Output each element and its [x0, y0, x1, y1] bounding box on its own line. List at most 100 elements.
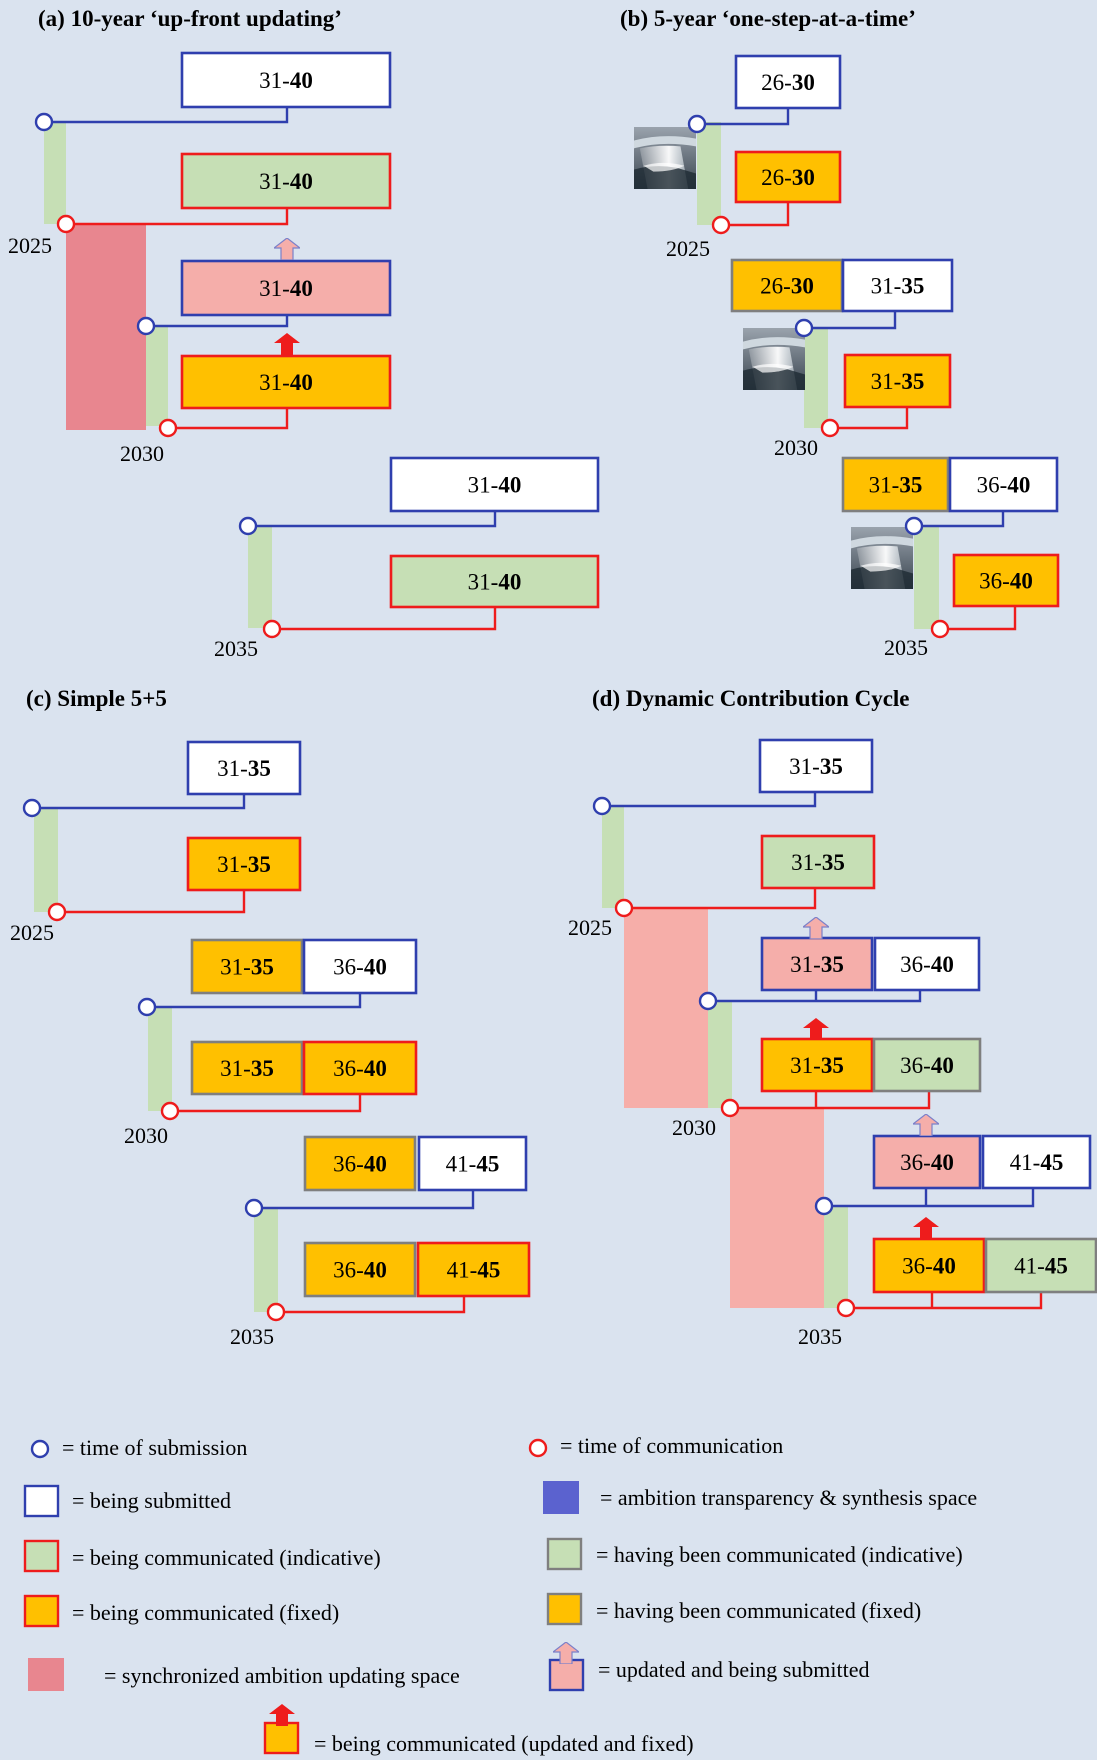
panel-c-box-fixed: 31-35 [186, 836, 302, 892]
period-box-border [180, 259, 392, 317]
panel-d-box-had-indicative: 36-40 [872, 1037, 982, 1093]
panel-c-box-submitted-3: 41-45 [417, 1135, 528, 1192]
panel-c-box-submitted-2: 36-40 [302, 938, 418, 995]
period-label: 36-40 [979, 569, 1033, 594]
period-box-border [180, 51, 392, 109]
period-end: 40 [1010, 569, 1033, 594]
period-start: 26- [761, 70, 792, 95]
waterfall-icon [851, 527, 913, 589]
legend-updated-submitted: = updated and being submitted [598, 1657, 869, 1682]
submission-circle-icon [137, 997, 157, 1017]
period-box-border [734, 150, 842, 204]
legend-comm-fixed: = being communicated (fixed) [72, 1600, 339, 1625]
panel-b-box-submitted-2: 31-35 [841, 258, 954, 313]
communication-line [846, 1292, 1043, 1310]
period-end: 30 [791, 274, 814, 299]
legend-swatch-comm-indicative [23, 1539, 60, 1573]
panel-c-box-fixed-3: 41-45 [416, 1241, 531, 1298]
submission-circle-icon [22, 798, 42, 818]
period-box-border [303, 1241, 417, 1298]
period-end: 40 [931, 1150, 954, 1175]
legend-updated-fixed: = being communicated (updated and fixed) [314, 1731, 694, 1756]
period-label: 36-40 [333, 955, 387, 980]
period-start: 36- [900, 1150, 931, 1175]
panel-b-title: (b) 5-year ‘one-step-at-a-time’ [620, 6, 916, 31]
up-arrow-icon [913, 1217, 939, 1239]
period-start: 41- [446, 1152, 477, 1177]
period-end: 45 [1045, 1254, 1068, 1279]
panel-b-band-2035 [914, 526, 939, 629]
submission-circle-icon [30, 1439, 50, 1459]
legend-swatch-had-indicative [546, 1537, 583, 1571]
period-start: 31- [869, 473, 900, 498]
period-label: 41-45 [1014, 1254, 1068, 1279]
legend-communication: = time of communication [560, 1433, 783, 1458]
legend-submitted: = being submitted [72, 1488, 231, 1513]
panel-d-sync-space-2 [730, 1108, 824, 1308]
period-start: 31- [468, 570, 499, 595]
communication-circle-icon [711, 215, 731, 235]
period-label: 31-35 [791, 850, 845, 875]
communication-circle-icon [614, 898, 634, 918]
period-start: 31- [259, 68, 290, 93]
year-label: 2025 [568, 915, 612, 940]
submission-line [602, 792, 817, 808]
period-label: 31-35 [217, 756, 271, 781]
legend-swatch-sync-space [28, 1658, 64, 1691]
period-start: 41- [1014, 1254, 1045, 1279]
panel-d-box-fixed-2: 36-40 [872, 1237, 986, 1294]
panel-b-band-2025 [697, 122, 721, 225]
panel-d-box-submitted-3: 41-45 [981, 1134, 1092, 1190]
year-label: 2035 [214, 636, 258, 661]
period-box-border [843, 353, 952, 409]
panel-b-box-fixed-2: 31-35 [843, 353, 952, 409]
period-start: 31- [259, 276, 290, 301]
period-box-border [302, 938, 418, 995]
period-label: 31-40 [468, 570, 522, 595]
panel-c-band-2025 [34, 808, 58, 912]
communication-line [730, 1091, 931, 1110]
panel-a-title: (a) 10-year ‘up-front updating’ [38, 6, 342, 31]
submission-line [824, 1188, 1035, 1208]
up-arrow-icon [803, 1018, 829, 1040]
period-box-border [872, 1037, 982, 1093]
period-box-border [180, 354, 392, 410]
period-label: 36-40 [333, 1258, 387, 1283]
submission-line [804, 311, 897, 330]
period-start: 31- [220, 1056, 251, 1081]
panel-b-box-fixed-3: 36-40 [952, 553, 1060, 608]
period-start: 31- [871, 369, 902, 394]
period-label: 36-40 [902, 1254, 956, 1279]
communication-circle-icon [158, 418, 178, 438]
period-box-border [952, 553, 1060, 608]
communication-line [170, 1094, 362, 1113]
period-start: 31- [789, 754, 820, 779]
period-box-border [758, 738, 874, 794]
period-start: 36- [333, 955, 364, 980]
period-end: 35 [251, 1056, 274, 1081]
panel-b-box-fixed: 26-30 [734, 150, 842, 204]
period-label: 36-40 [333, 1056, 387, 1081]
communication-line [940, 606, 1017, 631]
period-label: 36-40 [977, 473, 1031, 498]
period-box-border [190, 938, 304, 995]
panel-b-box-submitted-3: 36-40 [948, 456, 1059, 513]
period-end: 40 [931, 1053, 954, 1078]
period-end: 35 [901, 369, 924, 394]
communication-line [66, 208, 289, 226]
panel-a-box-indicative-2: 31-40 [389, 554, 600, 609]
period-end: 40 [364, 1152, 387, 1177]
panel-a-box-submitted-2: 31-40 [389, 456, 600, 513]
panel-d-sync-space-1 [624, 908, 708, 1108]
panel-d-title: (d) Dynamic Contribution Cycle [592, 686, 910, 711]
period-end: 35 [822, 850, 845, 875]
period-start: 31- [790, 1053, 821, 1078]
period-start: 31- [259, 169, 290, 194]
period-box-border [389, 456, 600, 513]
legend-swatch-submitted [23, 1484, 60, 1518]
panel-a-band-2025 [44, 122, 66, 224]
period-label: 31-35 [871, 274, 925, 299]
legend-had-indicative: = having been communicated (indicative) [596, 1542, 963, 1567]
period-start: 36- [900, 1053, 931, 1078]
